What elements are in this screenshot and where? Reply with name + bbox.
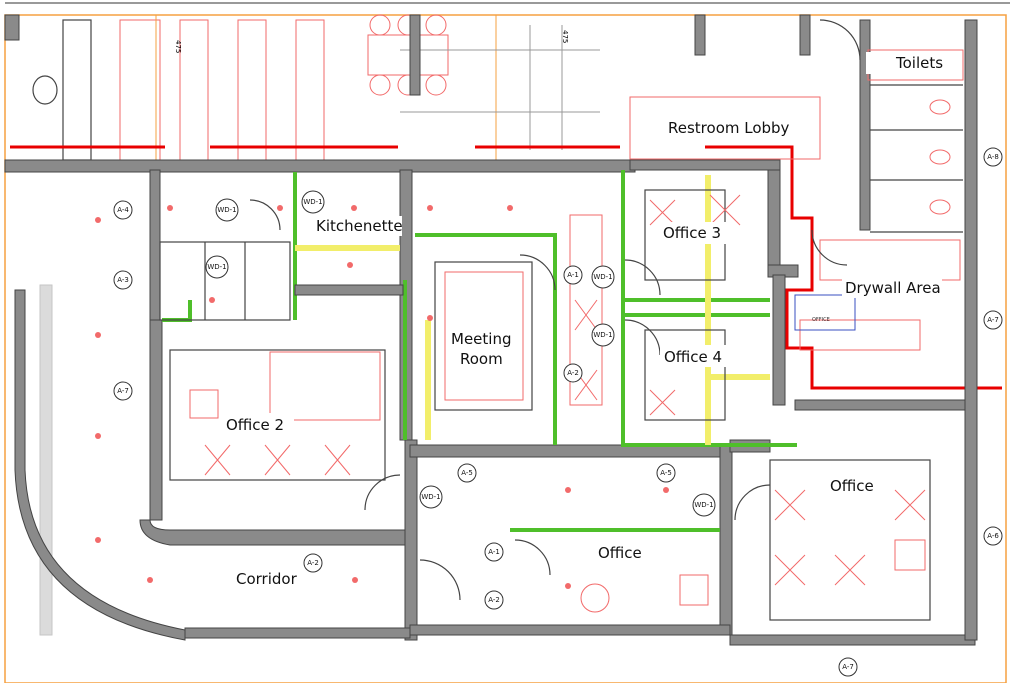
toilet-block bbox=[629, 49, 964, 233]
light-fixture-dot bbox=[347, 262, 353, 268]
tag-label: A-7 bbox=[117, 387, 129, 395]
room-label-office-center: Office bbox=[598, 544, 642, 562]
tag-marker: A-2 bbox=[484, 590, 504, 610]
light-fixture-dot bbox=[507, 205, 513, 211]
room-label-toilets: Toilets bbox=[895, 54, 943, 72]
tag-label: A-4 bbox=[117, 206, 129, 214]
room-label-room: Room bbox=[460, 350, 503, 368]
dimension-label: 475 bbox=[561, 30, 569, 43]
light-fixture-dot bbox=[427, 315, 433, 321]
tag-label: A-2 bbox=[488, 596, 500, 604]
light-fixture-dot bbox=[427, 205, 433, 211]
tag-marker: A-7 bbox=[838, 657, 858, 677]
room-labels: Toilets Restroom Lobby Kitchenette Offic… bbox=[222, 52, 956, 588]
tag-label: A-7 bbox=[842, 663, 854, 671]
tag-marker: A-8 bbox=[983, 147, 1003, 167]
light-fixture-dot bbox=[352, 577, 358, 583]
room-label-kitchenette: Kitchenette bbox=[316, 217, 403, 235]
light-fixture-dot bbox=[209, 297, 215, 303]
light-fixture-dot bbox=[147, 577, 153, 583]
light-fixture-dot bbox=[95, 217, 101, 223]
room-label-corridor: Corridor bbox=[236, 570, 298, 588]
highlight-walls bbox=[295, 175, 770, 445]
tag-label: A-1 bbox=[488, 548, 500, 556]
light-fixture-dot bbox=[167, 205, 173, 211]
tag-marker: A-6 bbox=[983, 526, 1003, 546]
light-fixture-dot bbox=[351, 205, 357, 211]
tag-marker: WD-1 bbox=[301, 190, 325, 214]
tag-marker: WD-1 bbox=[591, 265, 615, 289]
tag-label: A-7 bbox=[987, 316, 999, 324]
tag-marker: A-7 bbox=[113, 381, 133, 401]
light-fixture-dot bbox=[277, 205, 283, 211]
tag-label: A-5 bbox=[461, 469, 473, 477]
tag-label: A-5 bbox=[660, 469, 672, 477]
light-fixture-dot bbox=[95, 537, 101, 543]
tag-label: A-2 bbox=[567, 369, 579, 377]
tag-marker: A-1 bbox=[563, 265, 583, 285]
partitions bbox=[159, 189, 931, 621]
sheet-border bbox=[4, 14, 1007, 683]
light-fixture-dot bbox=[663, 487, 669, 493]
room-label-drywall-area: Drywall Area bbox=[845, 279, 941, 297]
tag-marker: A-1 bbox=[484, 542, 504, 562]
tag-label: WD-1 bbox=[303, 198, 322, 206]
small-note: OFFICE bbox=[812, 317, 830, 323]
room-label-office-2: Office 2 bbox=[226, 416, 284, 434]
light-fixtures bbox=[95, 205, 669, 589]
tag-marker: A-3 bbox=[113, 270, 133, 290]
tag-label: WD-1 bbox=[421, 493, 440, 501]
tag-marker: A-4 bbox=[113, 200, 133, 220]
tag-label: WD-1 bbox=[694, 501, 713, 509]
light-fixture-dot bbox=[565, 583, 571, 589]
light-fixture-dot bbox=[95, 433, 101, 439]
tag-marker: A-5 bbox=[457, 463, 477, 483]
room-label-restroom-lobby: Restroom Lobby bbox=[668, 119, 790, 137]
room-label-office-3: Office 3 bbox=[663, 224, 721, 242]
tag-marker: A-7 bbox=[983, 310, 1003, 330]
room-label-office-4: Office 4 bbox=[664, 348, 722, 366]
tag-label: A-6 bbox=[987, 532, 999, 540]
tag-marker: A-2 bbox=[563, 363, 583, 383]
tag-marker: WD-1 bbox=[591, 323, 615, 347]
doors bbox=[249, 19, 861, 601]
tag-label: WD-1 bbox=[593, 331, 612, 339]
light-fixture-dot bbox=[565, 487, 571, 493]
tag-label: A-3 bbox=[117, 276, 129, 284]
demolition-lines bbox=[10, 145, 1002, 390]
tag-label: WD-1 bbox=[593, 273, 612, 281]
room-label-meeting: Meeting bbox=[451, 330, 511, 348]
tag-label: WD-1 bbox=[217, 206, 236, 214]
tag-marker: WD-1 bbox=[215, 198, 239, 222]
tag-marker: A-5 bbox=[656, 463, 676, 483]
light-fixture-dot bbox=[95, 332, 101, 338]
north-area-furniture bbox=[32, 14, 600, 161]
tag-label: A-8 bbox=[987, 153, 999, 161]
tag-label: WD-1 bbox=[207, 263, 226, 271]
tag-label: A-1 bbox=[567, 271, 579, 279]
tag-marker: WD-1 bbox=[692, 493, 716, 517]
room-label-office-east: Office bbox=[830, 477, 874, 495]
tag-marker: WD-1 bbox=[205, 255, 229, 279]
tag-marker: A-2 bbox=[303, 553, 323, 573]
tag-marker: WD-1 bbox=[419, 485, 443, 509]
tag-label: A-2 bbox=[307, 559, 319, 567]
dimension-label: 475 bbox=[174, 40, 182, 53]
